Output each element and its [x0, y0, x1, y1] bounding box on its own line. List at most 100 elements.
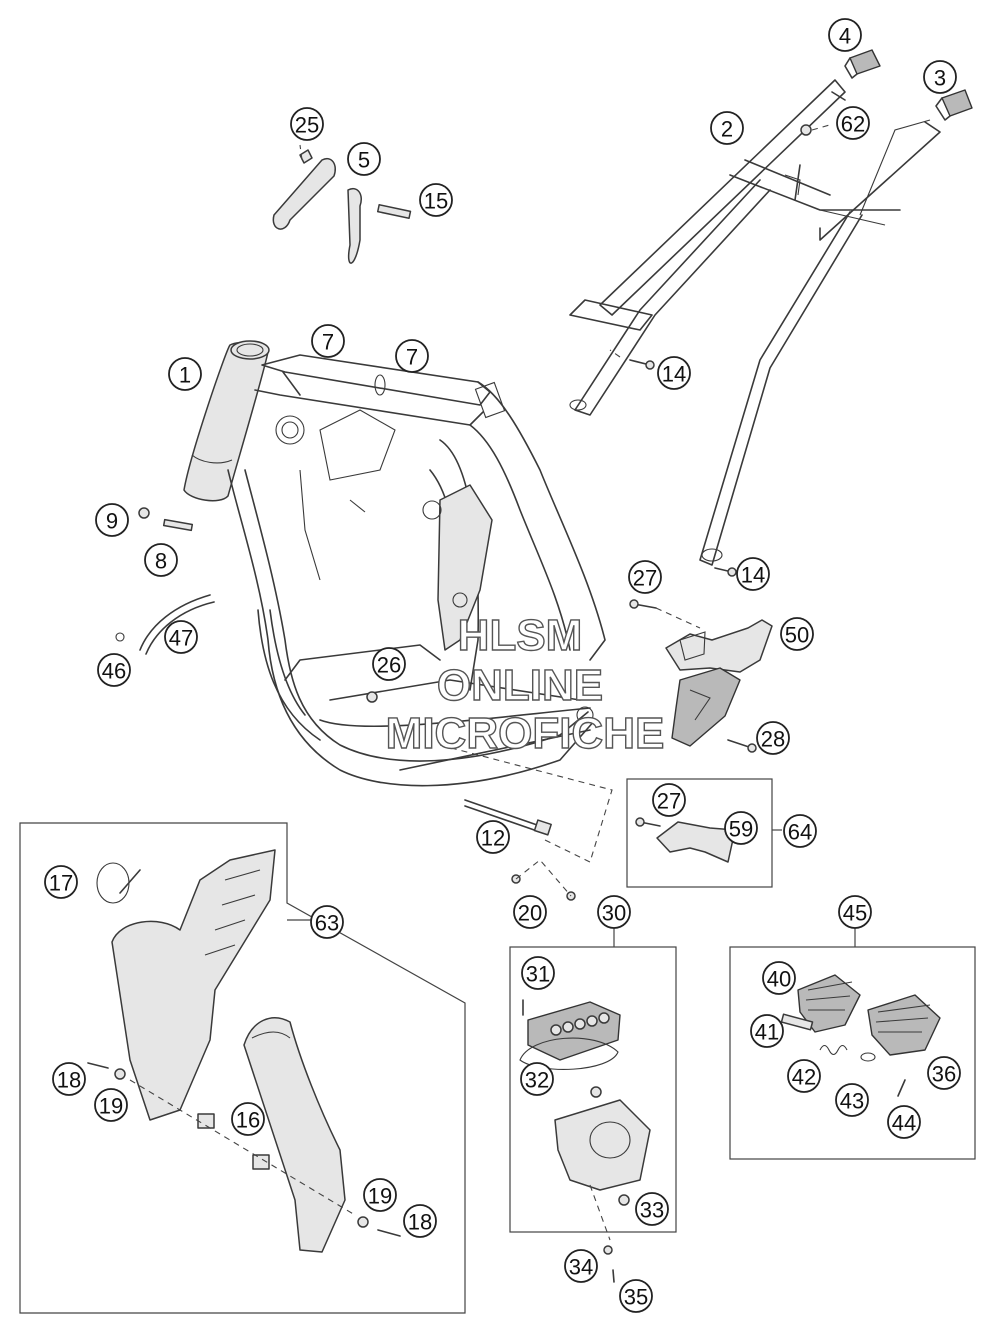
bolts-18-19-right — [357, 1216, 401, 1237]
callout-19a: 19 — [94, 1088, 128, 1122]
svg-text:36: 36 — [932, 1062, 956, 1087]
callout-45: 45 — [838, 895, 872, 929]
svg-text:18: 18 — [408, 1210, 432, 1235]
callout-14a: 14 — [657, 356, 691, 390]
callout-36: 36 — [927, 1056, 961, 1090]
callout-40: 40 — [762, 961, 796, 995]
bolt-28 — [727, 739, 757, 753]
callout-47: 47 — [164, 620, 198, 654]
svg-text:46: 46 — [102, 659, 126, 684]
svg-text:1: 1 — [179, 363, 191, 388]
svg-text:31: 31 — [526, 962, 550, 987]
callout-26: 26 — [372, 647, 406, 681]
callout-41: 41 — [750, 1014, 784, 1048]
svg-text:14: 14 — [741, 563, 765, 588]
callout-27b: 27 — [652, 783, 686, 817]
bolt-12-guide-line — [439, 744, 613, 863]
svg-text:59: 59 — [729, 817, 753, 842]
bolts-18-19-left — [87, 1062, 356, 1216]
callout-3: 3 — [923, 60, 957, 94]
svg-text:27: 27 — [657, 789, 681, 814]
svg-text:30: 30 — [602, 901, 626, 926]
callout-5: 5 — [347, 142, 381, 176]
callout-9: 9 — [95, 503, 129, 537]
footrest-left — [797, 974, 861, 1033]
svg-text:44: 44 — [892, 1111, 916, 1136]
svg-text:63: 63 — [315, 911, 339, 936]
svg-text:19: 19 — [368, 1184, 392, 1209]
watermark-line-1: HLSM — [458, 611, 583, 660]
callout-63: 63 — [310, 905, 344, 939]
bolt-27-upper — [629, 599, 701, 629]
svg-text:9: 9 — [106, 509, 118, 534]
nut-62 — [800, 123, 834, 136]
bolt-8 — [162, 518, 194, 532]
svg-text:34: 34 — [569, 1255, 593, 1280]
callout-18b: 18 — [403, 1204, 437, 1238]
subframe-end-cap-right — [935, 89, 973, 121]
callout-16: 16 — [231, 1102, 265, 1136]
svg-text:64: 64 — [788, 820, 812, 845]
watermark-line-2: ONLINE — [437, 661, 603, 710]
callout-15: 15 — [419, 183, 453, 217]
callout-27a: 27 — [628, 560, 662, 594]
svg-text:35: 35 — [624, 1285, 648, 1310]
callout-31: 31 — [521, 956, 555, 990]
long-bolt-12 — [464, 799, 552, 836]
cable-tie-17 — [96, 862, 141, 904]
callout-64: 64 — [783, 814, 817, 848]
callout-43: 43 — [835, 1083, 869, 1117]
svg-text:16: 16 — [236, 1108, 260, 1133]
callout-12: 12 — [476, 820, 510, 854]
callout-62: 62 — [836, 106, 870, 140]
svg-text:2: 2 — [721, 117, 733, 142]
footrest-pin-41 — [780, 1013, 814, 1031]
callout-2: 2 — [710, 111, 744, 145]
svg-text:25: 25 — [295, 113, 319, 138]
svg-text:8: 8 — [155, 549, 167, 574]
callout-25: 25 — [290, 107, 324, 141]
svg-text:62: 62 — [841, 112, 865, 137]
callout-50: 50 — [780, 617, 814, 651]
callout-20: 20 — [513, 895, 547, 929]
water-pump-cover — [519, 999, 621, 1070]
nut-9 — [138, 507, 150, 519]
cotter-pin-44 — [897, 1079, 906, 1097]
bolt-14-lower — [714, 567, 737, 577]
svg-text:47: 47 — [169, 626, 193, 651]
water-pump-housing — [554, 1086, 651, 1283]
svg-text:26: 26 — [377, 653, 401, 678]
svg-text:19: 19 — [99, 1094, 123, 1119]
callout-17: 17 — [44, 865, 78, 899]
callout-8: 8 — [144, 543, 178, 577]
bolt-14-upper — [609, 349, 655, 370]
callout-44: 44 — [887, 1105, 921, 1139]
callout-35: 35 — [619, 1279, 653, 1313]
svg-text:3: 3 — [934, 66, 946, 91]
screws-20 — [511, 859, 576, 901]
stand-bracket-group-box — [626, 778, 782, 888]
spring-42 — [819, 1044, 848, 1056]
callout-30: 30 — [597, 895, 631, 929]
svg-text:14: 14 — [662, 362, 686, 387]
callout-42: 42 — [787, 1059, 821, 1093]
bracket-59 — [635, 817, 736, 863]
svg-text:20: 20 — [518, 901, 542, 926]
watermark-line-3: MICROFICHE — [386, 709, 665, 758]
callout-32: 32 — [520, 1062, 554, 1096]
svg-text:50: 50 — [785, 623, 809, 648]
engine-brackets — [272, 144, 412, 264]
callout-28: 28 — [756, 721, 790, 755]
callout-34: 34 — [564, 1249, 598, 1283]
subframe-end-cap-left — [844, 49, 881, 79]
watermark: HLSM ONLINE MICROFICHE — [385, 610, 665, 758]
footrest-right — [867, 994, 941, 1056]
callout-14b: 14 — [736, 557, 770, 591]
svg-text:42: 42 — [792, 1065, 816, 1090]
callout-18a: 18 — [52, 1062, 86, 1096]
nut-26 — [366, 691, 378, 703]
footrest-kit-group-box — [729, 928, 976, 1160]
frame-protector-right — [243, 1017, 346, 1253]
callout-1: 1 — [168, 357, 202, 391]
